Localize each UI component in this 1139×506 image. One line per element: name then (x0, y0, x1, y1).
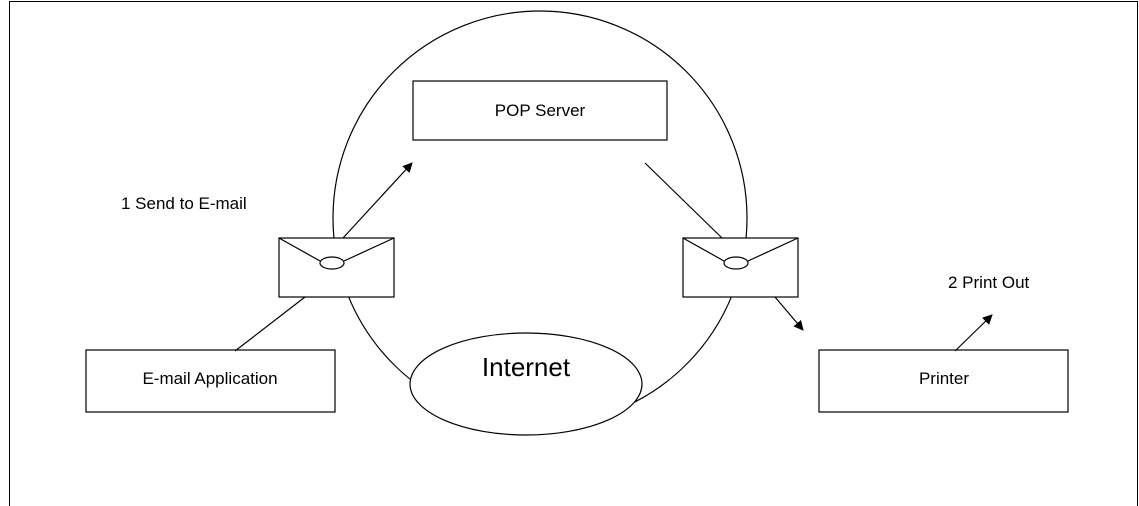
right-envelope-icon (682, 237, 799, 298)
printer-label: Printer (919, 369, 969, 388)
pop-server-box (412, 80, 668, 141)
app-to-envelope-line (234, 296, 306, 352)
print-out-arrow (954, 314, 993, 352)
pop-server-label: POP Server (495, 101, 586, 120)
internet-node: Internet (409, 332, 643, 436)
envelope-to-printer-arrow (774, 296, 804, 331)
diagram-frame (9, 1, 1138, 506)
step1-label: 1 Send to E-mail (121, 194, 247, 213)
email-application-label: E-mail Application (142, 369, 277, 388)
pop-to-envelope-line (644, 162, 723, 239)
step2-label: 2 Print Out (948, 273, 1030, 292)
printer-node: Printer (818, 349, 1069, 413)
email-application-box (85, 349, 336, 413)
envelope-to-pop-arrow (342, 162, 413, 239)
printer-box (818, 349, 1069, 413)
email-application-node: E-mail Application (85, 349, 336, 413)
pop-server-node: POP Server (412, 80, 668, 141)
left-envelope-icon (278, 237, 395, 298)
internet-ellipse (409, 332, 643, 436)
internet-label: Internet (482, 352, 571, 382)
